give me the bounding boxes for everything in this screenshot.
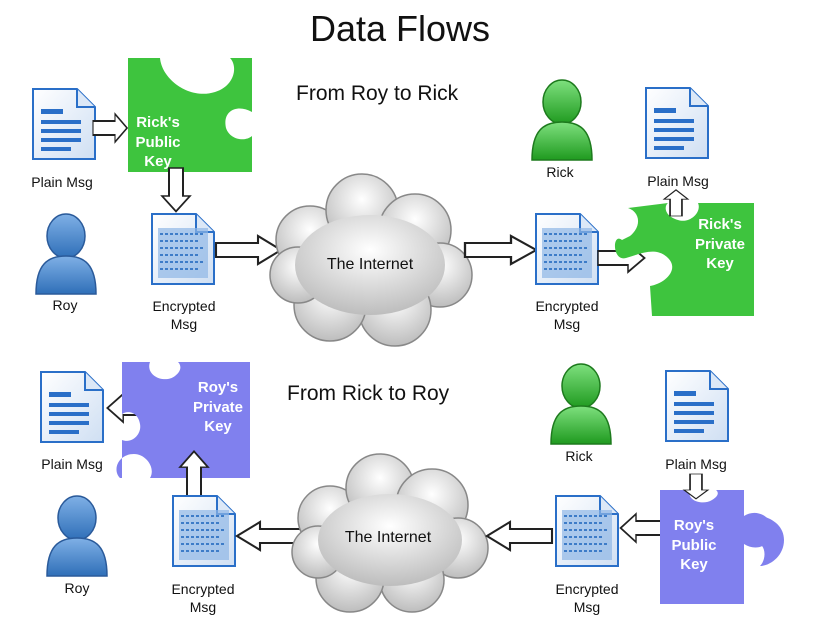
page-title: Data Flows [309, 8, 491, 49]
ricks-public-key-shape [128, 58, 252, 172]
ricks-private-key-shape [614, 203, 754, 316]
roy-name-label-1: Roy [52, 297, 78, 313]
ricks-public-key-label: Rick's Public Key [135, 114, 181, 170]
encrypted-msg-icon-left-1 [151, 213, 215, 285]
roy-plain-msg-label-1: Plain Msg [31, 174, 93, 190]
internet-cloud-2 [291, 453, 489, 613]
arrow-public-key-to-encrypted-2 [619, 513, 665, 543]
arrow-encrypted-to-internet-1 [214, 234, 283, 266]
rick-plain-msg-label-2: Plain Msg [665, 456, 727, 472]
section1-heading: From Roy to Rick [296, 82, 459, 105]
roys-public-key-shape [660, 490, 772, 604]
ricks-private-key-label: Rick's Private Key [694, 216, 746, 272]
arrow-key-to-encrypted-1 [161, 167, 191, 213]
arrow-internet-to-encrypted-1 [463, 234, 538, 266]
plain-msg-icon-rick-1 [645, 87, 709, 159]
rick-name-label-1: Rick [546, 164, 574, 180]
rick-person-icon-1 [531, 79, 593, 161]
encrypted-msg-icon-left-2 [172, 495, 236, 567]
roy-name-label-2: Roy [64, 580, 90, 596]
plain-msg-icon-roy-1 [32, 88, 96, 160]
roys-private-key-shape [116, 362, 250, 478]
rick-name-label-2: Rick [565, 448, 593, 464]
arrow-private-key-to-plain-1 [663, 189, 689, 217]
roys-private-key-label: Roy's Private Key [192, 379, 244, 435]
arrow-doc-to-public-key [92, 113, 129, 143]
plain-msg-icon-roy-2 [40, 371, 104, 443]
encrypted-msg-label-right-2: Encrypted Msg [555, 581, 619, 615]
section2-heading: From Rick to Roy [287, 382, 450, 405]
internet-label-2: The Internet [344, 529, 432, 546]
internet-cloud-1 [269, 173, 473, 347]
rick-plain-msg-label-1: Plain Msg [647, 173, 709, 189]
roy-plain-msg-label-2: Plain Msg [41, 456, 103, 472]
roys-public-key-label: Roy's Public Key [671, 517, 717, 573]
encrypted-msg-icon-right-1 [535, 213, 599, 285]
encrypted-msg-label-left-2: Encrypted Msg [171, 581, 235, 615]
plain-msg-icon-rick-2 [665, 370, 729, 442]
rick-person-icon-2 [550, 363, 612, 445]
internet-label-1: The Internet [326, 256, 414, 273]
roy-person-icon-2 [46, 495, 108, 577]
encrypted-msg-label-right-1: Encrypted Msg [535, 298, 599, 332]
encrypted-msg-label-left-1: Encrypted Msg [152, 298, 216, 332]
arrow-encrypted-to-internet-2 [485, 520, 554, 552]
encrypted-msg-icon-right-2 [555, 495, 619, 567]
roy-person-icon-1 [35, 213, 97, 295]
